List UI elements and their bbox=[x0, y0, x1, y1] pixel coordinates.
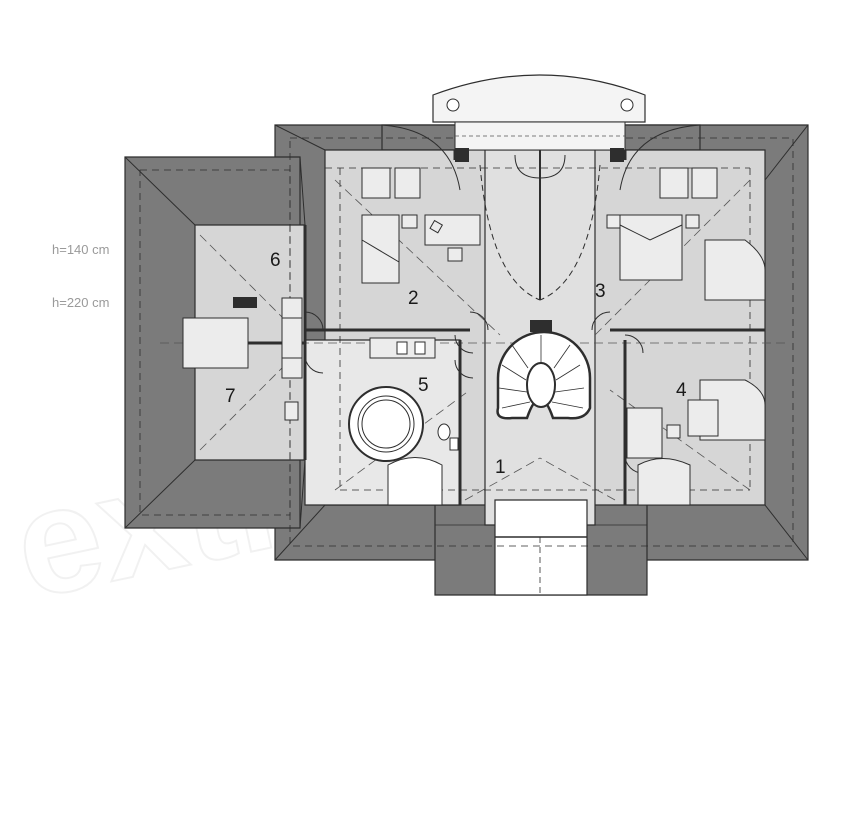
hall-curves bbox=[479, 164, 601, 301]
floor-dormer bbox=[494, 499, 588, 596]
room-number-1: 1 bbox=[495, 457, 506, 478]
room-number-4: 4 bbox=[676, 380, 687, 401]
chimney-right bbox=[610, 148, 624, 162]
room-number-7: 7 bbox=[225, 386, 236, 407]
room-number-3: 3 bbox=[595, 281, 606, 302]
height-label-140: h=140 cm bbox=[52, 242, 109, 257]
furniture-room-7 bbox=[182, 297, 303, 421]
room-number-2: 2 bbox=[408, 288, 419, 309]
furniture-room-2 bbox=[361, 167, 481, 284]
spiral-staircase bbox=[496, 320, 592, 420]
furniture-room-3 bbox=[606, 167, 766, 301]
furniture-bathroom bbox=[348, 337, 459, 506]
room-numbers: 1 2 3 4 5 6 7 bbox=[225, 250, 687, 478]
chimney-wing bbox=[233, 297, 257, 308]
roof-hips bbox=[124, 124, 809, 561]
dormer-detail bbox=[435, 524, 647, 595]
room-number-5: 5 bbox=[418, 375, 429, 396]
room-number-6: 6 bbox=[270, 250, 281, 271]
furniture-room-4 bbox=[626, 379, 766, 506]
chimney-left bbox=[455, 148, 469, 162]
bay-window bbox=[381, 74, 701, 191]
height-label-220: h=220 cm bbox=[52, 295, 109, 310]
